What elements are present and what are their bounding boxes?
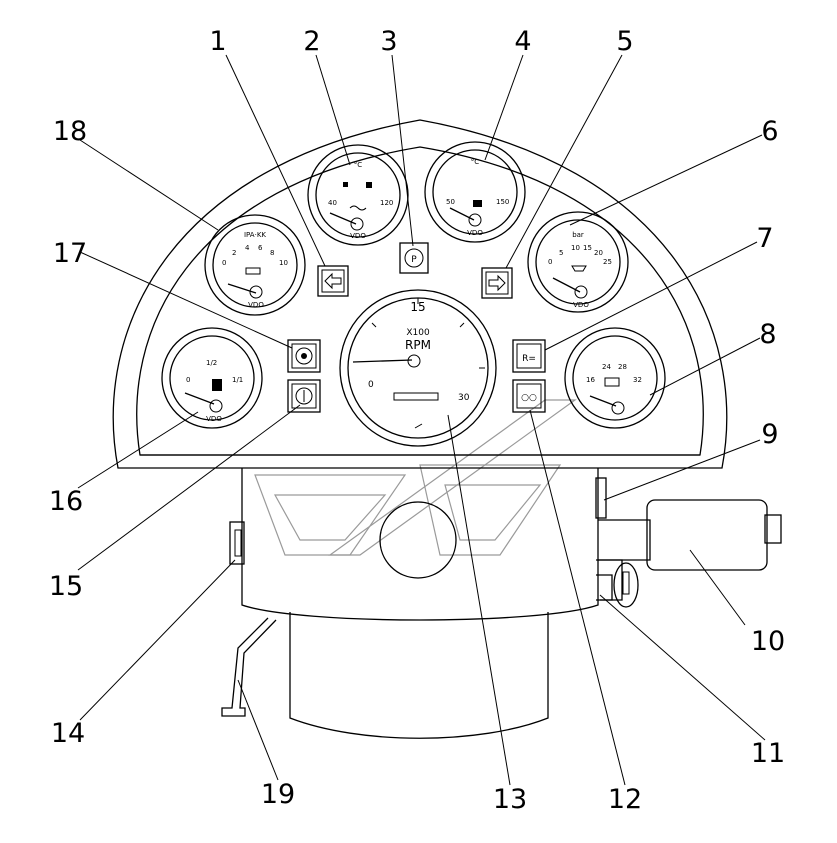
gauge-oil: °C 50 150 VDO [424, 141, 526, 243]
svg-text:40: 40 [328, 199, 337, 207]
svg-text:VDO: VDO [248, 301, 264, 309]
svg-text:20: 20 [594, 249, 603, 257]
svg-text:0: 0 [186, 376, 190, 384]
svg-text:8: 8 [270, 249, 274, 257]
indicator-right-upper: R= [512, 339, 546, 373]
svg-text:P: P [411, 255, 417, 265]
svg-text:16: 16 [586, 376, 595, 384]
svg-text:30: 30 [458, 393, 470, 403]
callout-12: 12 [608, 784, 642, 815]
svg-text:25: 25 [603, 258, 612, 266]
svg-text:bar: bar [572, 231, 584, 239]
callout-16: 16 [49, 486, 83, 517]
svg-text:32: 32 [633, 376, 642, 384]
svg-text:24: 24 [602, 363, 611, 371]
svg-text:○○: ○○ [521, 393, 537, 403]
svg-text:150: 150 [496, 198, 509, 206]
leader-lines [77, 54, 766, 786]
svg-text:2: 2 [232, 249, 236, 257]
svg-text:VDO: VDO [573, 301, 589, 309]
callout-14: 14 [51, 718, 85, 749]
svg-text:RPM: RPM [405, 338, 431, 352]
svg-text:15: 15 [583, 244, 592, 252]
svg-text:120: 120 [380, 199, 393, 207]
side-switch-left [229, 521, 245, 565]
pedal-lever [221, 617, 277, 717]
callout-18: 18 [53, 116, 87, 147]
callout-8: 8 [759, 319, 776, 350]
svg-text:X100: X100 [406, 328, 430, 338]
svg-text:4: 4 [245, 244, 250, 252]
svg-text:R=: R= [522, 354, 536, 364]
parking-indicator: P [399, 242, 429, 274]
svg-text:5: 5 [559, 249, 563, 257]
callout-6: 6 [761, 116, 778, 147]
svg-text:50: 50 [446, 198, 455, 206]
svg-text:15: 15 [410, 300, 425, 314]
svg-text:VDO: VDO [467, 229, 483, 237]
gauge-left-top-title: IPA·KK [244, 231, 266, 239]
svg-text:1/2: 1/2 [206, 359, 217, 367]
callout-17: 17 [53, 238, 87, 269]
turn-signal-left [317, 265, 349, 297]
svg-text:1/1: 1/1 [232, 376, 243, 384]
callout-labels: 1 2 3 4 5 6 7 8 9 10 11 12 13 14 15 16 1… [49, 26, 785, 815]
svg-text:28: 28 [618, 363, 627, 371]
callout-15: 15 [49, 571, 83, 602]
gauge-volt: 16 24 28 32 [564, 327, 666, 429]
indicator-left-upper [287, 339, 321, 373]
callout-11: 11 [751, 738, 785, 769]
callout-1: 1 [209, 26, 226, 57]
svg-text:VDO: VDO [350, 232, 366, 240]
callout-13: 13 [493, 784, 527, 815]
svg-text:10: 10 [571, 244, 580, 252]
callout-4: 4 [514, 26, 531, 57]
svg-text:0: 0 [548, 258, 552, 266]
gauge-right-top: bar 0 5 10 15 20 25 VDO [527, 211, 629, 313]
svg-text:°C: °C [354, 161, 363, 169]
svg-text:6: 6 [258, 244, 263, 252]
svg-text:0: 0 [368, 380, 374, 390]
callout-7: 7 [756, 223, 773, 254]
svg-text:°C: °C [471, 158, 480, 166]
indicator-right-lower: ○○ [512, 379, 546, 413]
dashboard-housing [112, 119, 728, 739]
gauge-coolant: °C 40 120 VDO [307, 144, 409, 246]
callout-10: 10 [751, 626, 785, 657]
svg-text:VDO: VDO [206, 415, 222, 423]
right-controls [595, 477, 782, 608]
callout-9: 9 [761, 419, 778, 450]
svg-text:0: 0 [222, 259, 226, 267]
callout-19: 19 [261, 779, 295, 810]
indicator-left-lower [287, 379, 321, 413]
callout-2: 2 [303, 26, 320, 57]
callout-5: 5 [616, 26, 633, 57]
watermark [254, 399, 577, 556]
tachometer: 15 X100 RPM 0 30 [339, 289, 497, 447]
svg-text:10: 10 [279, 259, 288, 267]
turn-signal-right [481, 267, 513, 299]
gauge-fuel: 0 1/2 1/1 VDO [161, 327, 263, 429]
callout-3: 3 [380, 26, 397, 57]
gauge-left-top: IPA·KK 0 2 4 6 8 10 VDO [204, 214, 306, 316]
